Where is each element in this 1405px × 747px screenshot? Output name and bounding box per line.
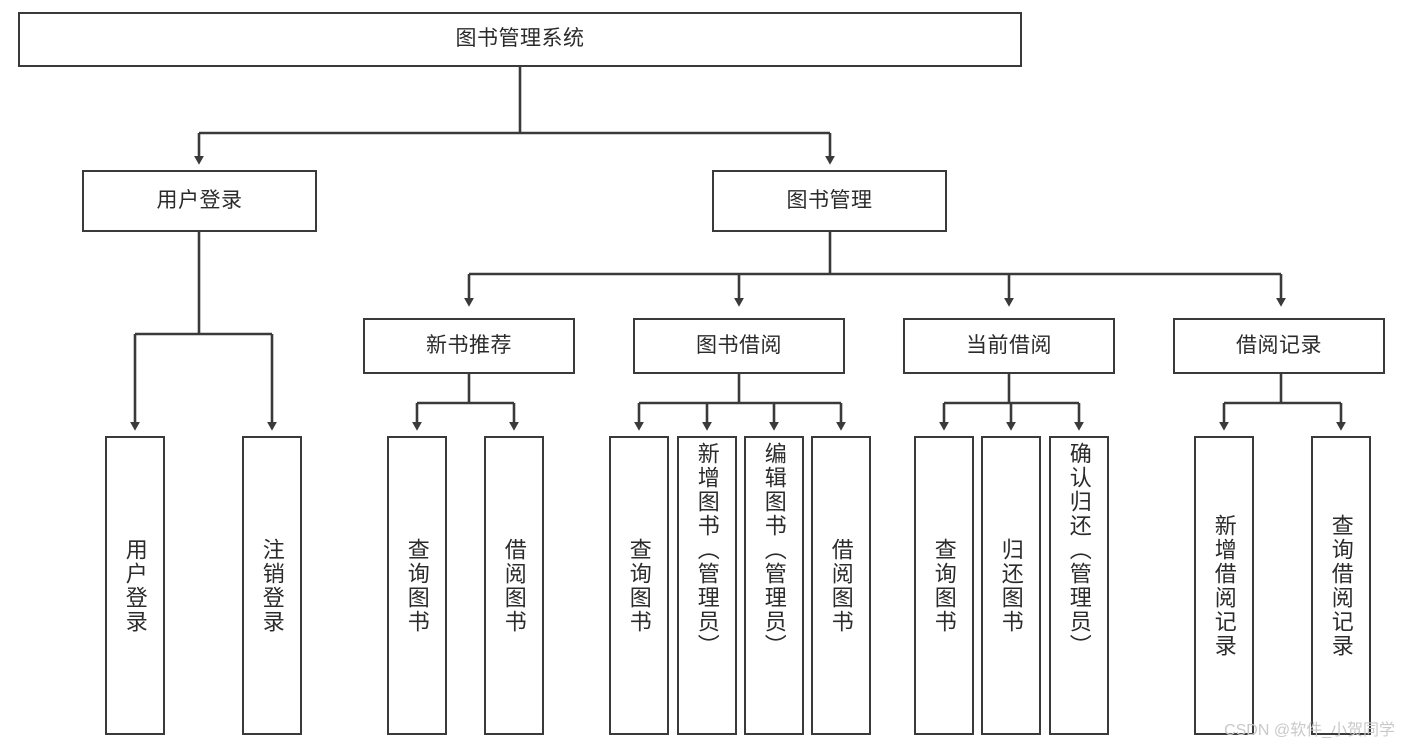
leaf-borrow-book-borrow[interactable]: 借阅图书 [811,436,871,735]
node-book-borrow[interactable]: 图书借阅 [633,318,845,374]
node-label: 查询图书 [626,537,652,634]
node-label: 当前借阅 [966,333,1052,357]
node-label: 查询借阅记录 [1328,513,1354,658]
node-label: 归还图书 [998,537,1024,634]
node-borrow-records[interactable]: 借阅记录 [1173,318,1385,374]
node-new-book-recommend[interactable]: 新书推荐 [363,318,575,374]
leaf-return-book[interactable]: 归还图书 [981,436,1041,735]
node-user-login[interactable]: 用户登录 [82,170,317,232]
node-label: 新书推荐 [426,333,512,357]
node-root-book-management-system[interactable]: 图书管理系统 [18,12,1022,67]
leaf-query-borrow-record[interactable]: 查询借阅记录 [1311,436,1371,735]
leaf-query-book-current[interactable]: 查询图书 [914,436,974,735]
node-label: 图书管理系统 [455,27,585,51]
leaf-user-login[interactable]: 用户登录 [105,436,165,735]
node-label: 用户登录 [122,537,148,634]
node-label: 用户登录 [156,188,243,212]
node-label: 确认归还（管理员） [1066,442,1092,658]
node-label: 查询图书 [931,537,957,634]
leaf-query-book-newbook[interactable]: 查询图书 [387,436,447,735]
leaf-add-book-admin[interactable]: 新增图书（管理员） [677,436,737,735]
node-label: 借阅图书 [828,537,854,634]
node-label: 图书借阅 [696,333,782,357]
node-label: 查询图书 [404,537,430,634]
leaf-borrow-book-newbook[interactable]: 借阅图书 [484,436,544,735]
node-book-management[interactable]: 图书管理 [712,170,947,232]
leaf-query-book-borrow[interactable]: 查询图书 [609,436,669,735]
leaf-logout[interactable]: 注销登录 [242,436,302,735]
node-label: 图书管理 [786,188,873,212]
leaf-confirm-return-admin[interactable]: 确认归还（管理员） [1049,436,1109,735]
node-label: 借阅图书 [501,537,527,634]
node-label: 编辑图书（管理员） [761,442,787,658]
leaf-add-borrow-record[interactable]: 新增借阅记录 [1194,436,1254,735]
node-label: 注销登录 [259,537,285,634]
node-label: 新增借阅记录 [1211,513,1237,658]
node-label: 新增图书（管理员） [694,442,720,658]
node-current-borrow[interactable]: 当前借阅 [903,318,1115,374]
leaf-edit-book-admin[interactable]: 编辑图书（管理员） [744,436,804,735]
node-label: 借阅记录 [1236,333,1322,357]
